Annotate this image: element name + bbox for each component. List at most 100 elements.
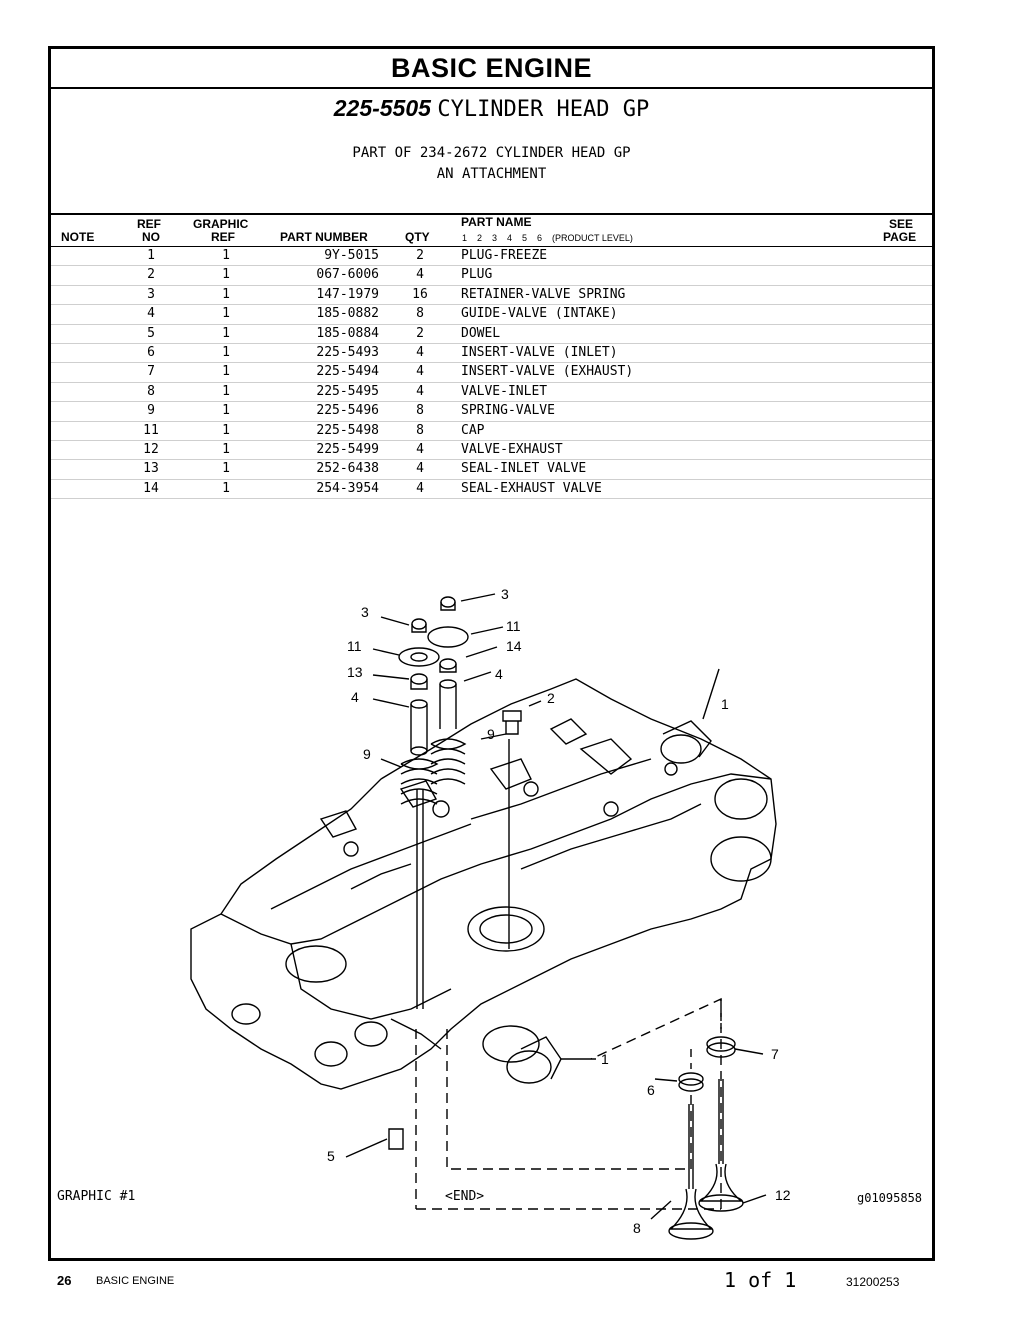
part-name: PLUG-FREEZE	[461, 248, 548, 263]
part-name: INSERT-VALVE (EXHAUST)	[461, 364, 634, 380]
callout-6: 6	[647, 1082, 655, 1098]
graphic-ref: 1	[222, 267, 230, 283]
callout-11-right: 11	[506, 618, 521, 634]
quantity: 4	[416, 267, 424, 283]
quantity: 2	[416, 248, 424, 263]
ref-no: 9	[147, 403, 155, 419]
graphic-id: g01095858	[857, 1191, 923, 1205]
table-row: 1 1 9Y-5015 2 PLUG-FREEZE	[51, 247, 932, 267]
graphic-ref: 1	[222, 364, 230, 380]
part-name: DOWEL	[461, 325, 501, 341]
part-name: RETAINER-VALVE SPRING	[461, 286, 626, 302]
callout-3-top: 3	[501, 586, 509, 602]
part-number: 225-5496	[316, 403, 379, 419]
part-number: 185-0884	[316, 325, 379, 341]
graphic-ref: 1	[222, 383, 230, 399]
ref-no: 1	[147, 248, 155, 263]
graphic-ref: 1	[222, 248, 230, 263]
graphic-ref: 1	[222, 422, 230, 438]
freeze-plug-top	[660, 734, 702, 764]
callout-3-left: 3	[361, 604, 369, 620]
graphic-ref: 1	[222, 441, 230, 457]
title-bar: BASIC ENGINE	[51, 49, 932, 89]
group-number: 225-5505	[333, 95, 431, 121]
part-number: 067-6006	[316, 267, 379, 283]
callout-4-right: 4	[495, 666, 503, 682]
callout-8: 8	[633, 1220, 641, 1236]
callout-9-left: 9	[363, 746, 371, 762]
ref-no: 13	[143, 461, 159, 477]
callout-11-left: 11	[347, 638, 362, 654]
table-row: 6 1 225-5493 4 INSERT-VALVE (INLET)	[51, 344, 932, 364]
section-name: BASIC ENGINE	[96, 1275, 175, 1287]
page-footer: 26 BASIC ENGINE 1 of 1 31200253	[0, 1268, 1024, 1298]
ref-no: 6	[147, 344, 155, 360]
callout-2: 2	[547, 690, 555, 706]
cylinder-head-body	[190, 678, 777, 1090]
ref-no: 4	[147, 306, 155, 322]
graphic-ref: 1	[222, 403, 230, 419]
quantity: 8	[416, 422, 424, 438]
callout-13: 13	[347, 664, 363, 680]
table-top-rule	[51, 213, 932, 215]
part-number: 225-5494	[316, 364, 379, 380]
part-number: 225-5493	[316, 344, 379, 360]
ref-no: 8	[147, 383, 155, 399]
ref-no: 5	[147, 325, 155, 341]
part-name: PLUG	[461, 267, 493, 283]
ref-no: 7	[147, 364, 155, 380]
part-number: 225-5498	[316, 422, 379, 438]
part-name: INSERT-VALVE (INLET)	[461, 344, 618, 360]
col-ref-bottom: NO	[142, 230, 160, 244]
quantity: 4	[416, 344, 424, 360]
part-number: 225-5495	[316, 383, 379, 399]
col-part-number: PART NUMBER	[280, 230, 368, 244]
part-name: SPRING-VALVE	[461, 403, 555, 419]
page-count: 1 of 1	[724, 1268, 797, 1292]
callout-14: 14	[506, 638, 522, 654]
part-number: 225-5499	[316, 441, 379, 457]
part-name: VALVE-INLET	[461, 383, 548, 399]
col-ref-top: REF	[137, 217, 161, 231]
callout-9-right: 9	[487, 726, 495, 742]
graphic-ref: 1	[222, 344, 230, 360]
header-rule	[51, 246, 932, 247]
part-name: CAP	[461, 422, 485, 438]
ref-no: 12	[143, 441, 159, 457]
freeze-plug-bottom	[506, 1050, 552, 1084]
quantity: 4	[416, 461, 424, 477]
quantity: 4	[416, 480, 424, 496]
callout-4-left: 4	[351, 689, 359, 705]
col-note: NOTE	[61, 230, 95, 244]
graphic-ref: 1	[222, 325, 230, 341]
graphic-ref: 1	[222, 286, 230, 302]
callout-12: 12	[775, 1187, 791, 1203]
quantity: 16	[412, 286, 428, 302]
quantity: 2	[416, 325, 424, 341]
part-name: SEAL-INLET VALVE	[461, 461, 587, 477]
col-qty: QTY	[405, 230, 430, 244]
col-part-name: PART NAME	[461, 215, 532, 229]
callout-1-bottom: 1	[601, 1051, 609, 1067]
col-graphic-top: GRAPHIC	[193, 217, 249, 231]
end-marker: <END>	[445, 1189, 485, 1204]
part-number: 9Y-5015	[324, 248, 379, 263]
graphic-ref: 1	[222, 480, 230, 496]
exploded-view-graphic: 3 3 11 11 14 13 4 4 2 1 9 9 1 7 6 5 12 8	[190, 586, 791, 1240]
callout-7: 7	[771, 1046, 779, 1062]
part-number: 185-0882	[316, 306, 379, 322]
graphic-ref: 1	[222, 306, 230, 322]
part-number: 254-3954	[316, 480, 379, 496]
table-row: 7 1 225-5494 4 INSERT-VALVE (EXHAUST)	[51, 363, 932, 383]
quantity: 4	[416, 364, 424, 380]
